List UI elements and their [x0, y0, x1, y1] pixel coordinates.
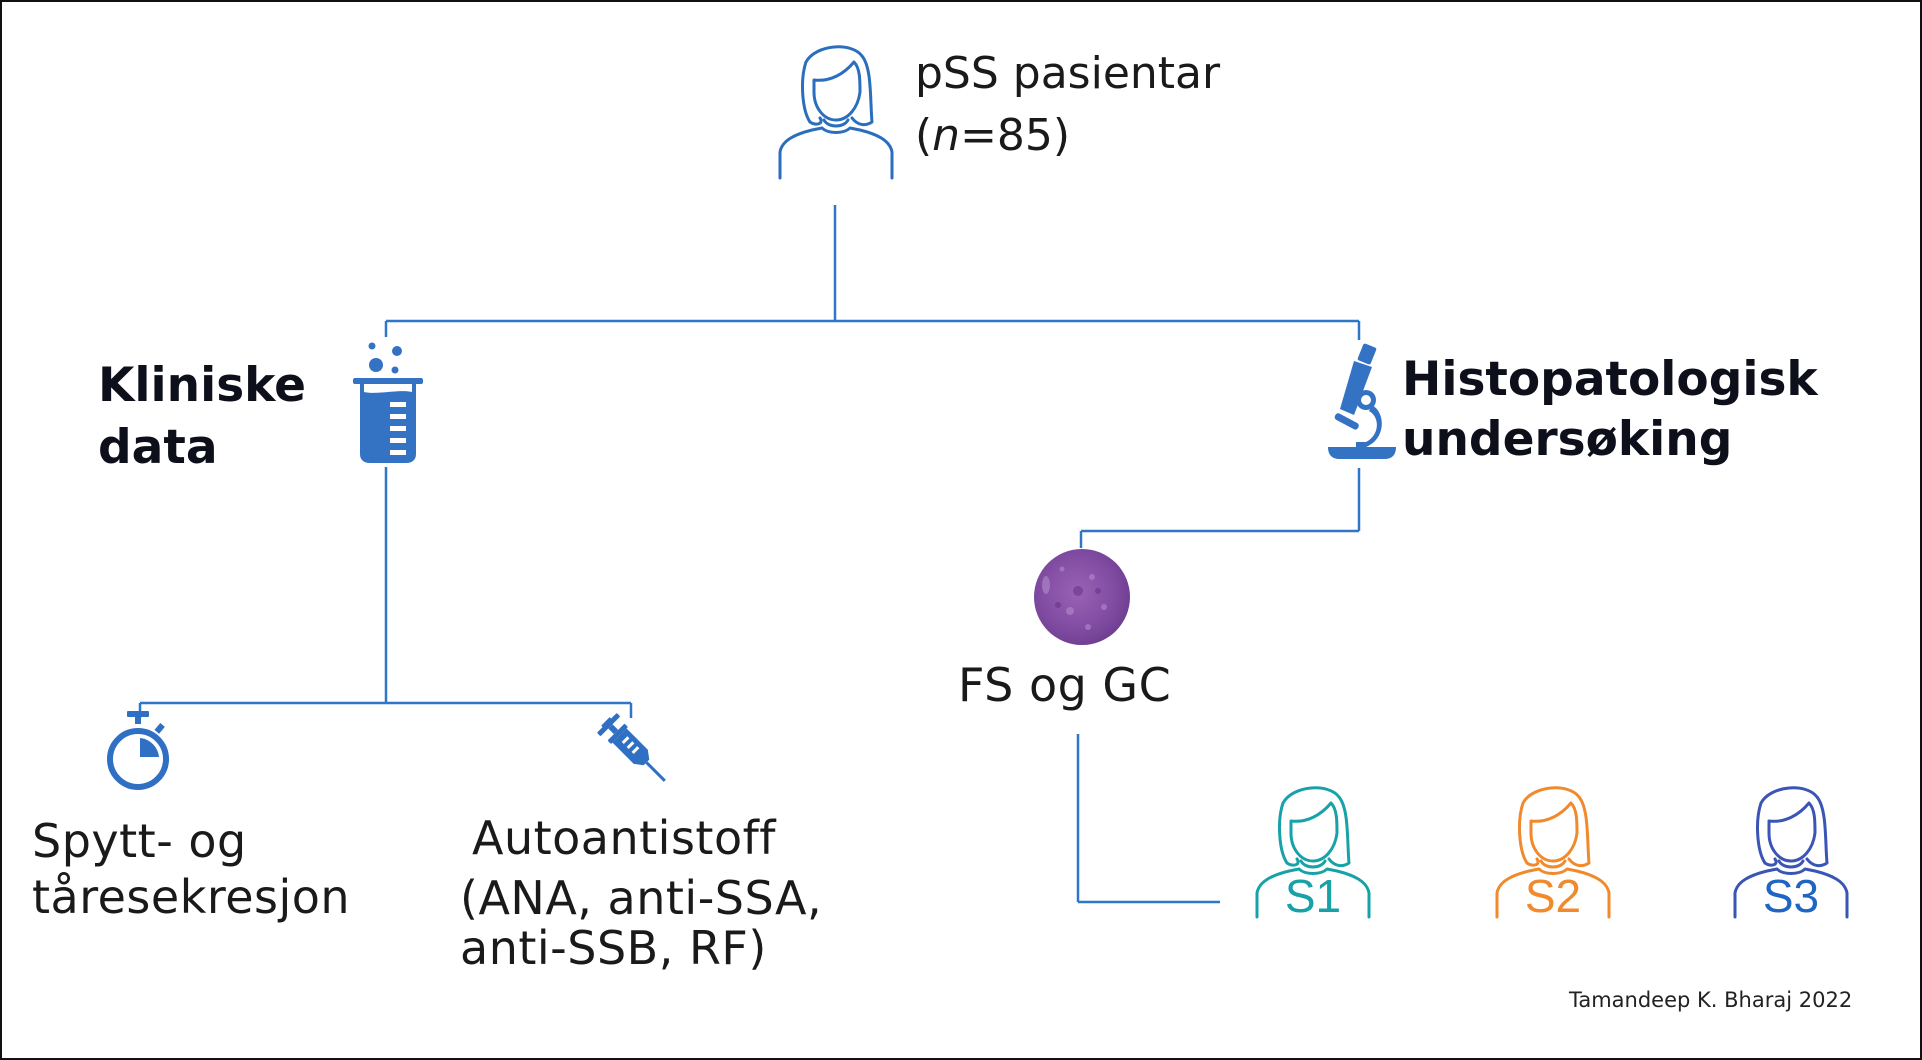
clinical-title-line2: data: [98, 420, 218, 475]
microscope-icon: [1328, 343, 1396, 459]
saliva-tear-line1: Spytt- og: [32, 814, 247, 868]
histo-title-line2: undersøking: [1402, 412, 1733, 467]
beaker-icon: [353, 342, 423, 463]
subgroup-s1: S1: [1252, 781, 1374, 919]
autoantibody-line2: (ANA, anti-SSA,: [460, 871, 823, 925]
subgroup-s3: S3: [1730, 781, 1852, 919]
subgroup-label: S2: [1524, 870, 1582, 922]
root-count-prefix: (: [915, 110, 933, 161]
histo-title: Histopatologisk undersøking: [1402, 350, 1818, 470]
saliva-tear-label: Spytt- og tåresekresjon: [32, 813, 350, 925]
root-count-value: =85): [960, 110, 1071, 161]
tissue-sample-icon: [1034, 549, 1130, 645]
credit: Tamandeep K. Bharaj 2022: [1569, 988, 1853, 1012]
person-female-icon: [1495, 786, 1611, 919]
autoantibody-line3: anti-SSB, RF): [460, 921, 767, 975]
root-count-var: n: [932, 110, 961, 161]
autoantibody-label: Autoantistoff (ANA, anti-SSA, anti-SSB, …: [460, 808, 822, 978]
root-count: (n=85): [915, 114, 1070, 158]
subgroup-s2: S2: [1492, 781, 1614, 919]
person-female-icon: [1733, 786, 1849, 919]
saliva-tear-line2: tåresekresjon: [32, 870, 351, 924]
syringe-icon: [597, 713, 666, 782]
clinical-title: Kliniske data: [98, 355, 306, 479]
stopwatch-icon: [107, 711, 169, 790]
subgroup-label: S1: [1284, 870, 1342, 922]
histo-title-line1: Histopatologisk: [1402, 352, 1818, 407]
subgroup-label: S3: [1762, 870, 1820, 922]
fs-gc-label: FS og GC: [958, 658, 1172, 712]
person-female-icon: [1255, 786, 1371, 919]
person-female-icon: [778, 45, 894, 180]
clinical-title-line1: Kliniske: [98, 358, 307, 413]
autoantibody-line1: Autoantistoff: [472, 811, 776, 865]
root-title: pSS pasientar: [915, 48, 1221, 99]
